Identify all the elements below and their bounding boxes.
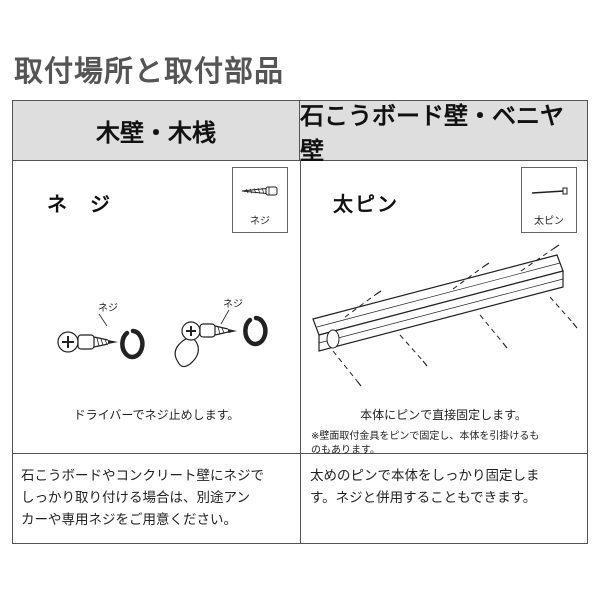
screw-description-line-3: カーや専用ネジをご用意ください。 — [21, 512, 237, 528]
pin-note-line-2: のもあります。 — [311, 445, 380, 456]
row-divider — [13, 453, 587, 454]
screw-icon — [241, 186, 278, 196]
header-wood-wall: 木壁・木桟 — [13, 101, 300, 161]
screw-callout-1: ネジ — [98, 302, 118, 314]
pin-caption: 本体にピンで直接固定します。 — [360, 408, 527, 422]
installation-table: 木壁・木桟 石こうボード壁・ベニヤ壁 ネ ジ ネジ ネジ ネジ — [12, 100, 588, 544]
pin-icon — [531, 187, 568, 195]
screw-icon-label: ネジ — [250, 216, 270, 227]
screw-callout-2: ネジ — [223, 298, 243, 310]
screw-description-line-1: 石こうボードやコンクリート壁にネジで — [21, 468, 264, 484]
screw-description-line-2: しっかり取り付ける場合は、別途アン — [21, 490, 250, 506]
screw-icon-box: ネジ — [232, 167, 288, 233]
pin-description-line-1: 太めのピンで本体をしっかり固定しま — [310, 468, 540, 484]
pin-note: ※壁面取付金具をピンで固定し、本体を引掛けるも のもあります。 — [311, 430, 539, 458]
pin-note-line-1: ※壁面取付金具をピンで固定し、本体を引掛けるも — [311, 431, 540, 442]
pin-icon-box: 太ピン — [521, 167, 577, 233]
pin-subheading: 太ピン — [333, 192, 399, 216]
pin-icon-label: 太ピン — [534, 216, 564, 227]
page-title: 取付場所と取付部品 — [14, 54, 285, 88]
screw-subheading: ネ ジ — [47, 192, 118, 216]
column-divider — [300, 161, 301, 543]
pin-description-line-2: す。ネジと併用することもできます。 — [310, 490, 537, 506]
pin-description: 太めのピンで本体をしっかり固定しま す。ネジと併用することもできます。 — [310, 465, 540, 509]
screw-fastening-illustration: ネジ ネジ — [57, 298, 268, 368]
header-gypsum-wall: 石こうボード壁・ベニヤ壁 — [300, 101, 587, 165]
pin-fastening-illustration — [312, 244, 578, 387]
screw-description: 石こうボードやコンクリート壁にネジで しっかり取り付ける場合は、別途アン カーや… — [21, 465, 264, 531]
screw-caption: ドライバーでネジ止めします。 — [73, 408, 240, 422]
